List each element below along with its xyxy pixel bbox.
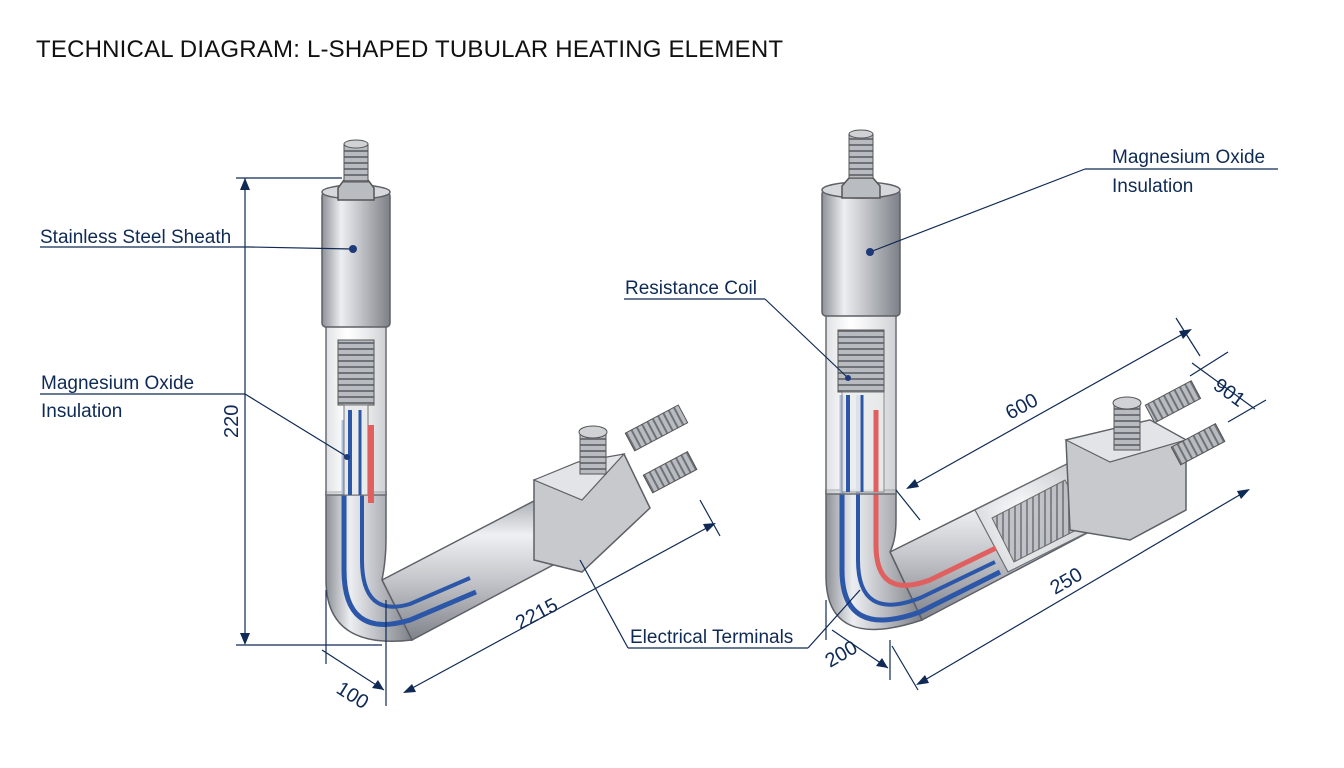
arrow-height-top [240,178,250,190]
right-label-insulation-line1: Magnesium Oxide [1112,147,1265,168]
right-terminal-stud-top [1113,401,1141,451]
arrow-upper-end [1179,329,1192,339]
dim-diameter-value: 100 [332,678,372,714]
right-label-coil: Resistance Coil [625,278,757,299]
dim-line-upper [907,329,1191,489]
arrow-dia-right [372,680,384,690]
right-annotations [579,168,1278,691]
dim-lower-value: 250 [1047,564,1087,600]
dim-line-terminal [1191,362,1256,410]
dim-length-value: 2215 [512,594,562,634]
right-hex-nut-icon [841,177,881,199]
left-dim-arrows [240,178,716,693]
left-wire-blue-inner [360,420,471,609]
right-element [821,129,1226,631]
arrow-bend-end [876,658,888,668]
ext-lower-start [891,645,919,691]
left-sheath-cylinder [321,191,391,328]
right-sheath-cylinder [821,189,901,317]
right-wire-red [873,410,998,588]
right-coil-thread [837,329,885,393]
right-label-insulation-line2: Insulation [1112,176,1193,197]
right-stud-top [848,129,874,139]
left-annotations [40,177,721,706]
ext-terminal-b [1227,399,1267,423]
left-terminal-stud-b [642,451,698,494]
left-insulation-core [343,404,369,496]
right-threaded-stud-icon [848,133,874,179]
ext-length-end [699,499,721,537]
right-insulation-marker [866,248,874,256]
dim-line-bend [831,629,889,669]
ext-terminal-a [1189,351,1229,377]
left-label-sheath: Stainless Steel Sheath [40,227,231,248]
dim-line-dia [321,649,385,691]
left-hex-nut-icon [337,179,375,201]
leader-sheath [249,246,353,250]
right-tube-bend [825,489,924,631]
dim-line-lower [917,489,1249,685]
right-terminal-stud-cap [1112,396,1142,410]
right-label-terminals: Electrical Terminals [630,627,793,648]
left-label-insulation-line1: Magnesium Oxide [41,373,194,394]
right-wire-blue-outer [839,395,1002,623]
page-title: TECHNICAL DIAGRAM: L-SHAPED TUBULAR HEAT… [36,36,784,63]
dim-line-length [404,523,715,693]
ext-upper-start [895,489,921,521]
left-tube-bend [325,491,414,642]
ext-upper-end [1175,317,1201,357]
right-coil-marker [845,375,851,381]
left-wire-blue-outer [341,420,477,627]
left-sheath-marker [349,245,357,253]
left-label-insulation-line2: Insulation [41,401,122,422]
left-wire-red [368,425,374,503]
dim-upper-value: 600 [1002,389,1042,424]
arrow-length-right [703,523,716,532]
arrow-length-left [403,684,416,693]
leader-insulation [244,393,347,457]
arrow-upper-start [906,479,919,489]
leader-coil [764,298,849,379]
left-stud-top [343,139,369,149]
leader-right-insulation [869,168,1086,253]
left-terminal-stud-a [624,404,689,452]
right-wire-blue-inner [856,395,996,607]
left-element [321,139,698,642]
dim-bend-value: 200 [822,637,862,673]
leader-terminals-left [579,559,629,649]
right-terminal-stud-a [1144,380,1202,424]
arrow-lower-end [1237,489,1250,499]
dim-height-value: 220 [221,405,243,438]
left-coil-thread [337,339,375,406]
arrow-lower-start [916,675,929,685]
right-dim-arrows [876,329,1250,685]
right-terminal-stud-b [1170,423,1226,466]
left-threaded-stud-icon [343,143,369,183]
leader-terminals-right [807,589,861,649]
arrow-height-bottom [240,633,250,645]
left-terminal-stud-cap [578,425,608,439]
left-insulation-marker [344,454,350,460]
